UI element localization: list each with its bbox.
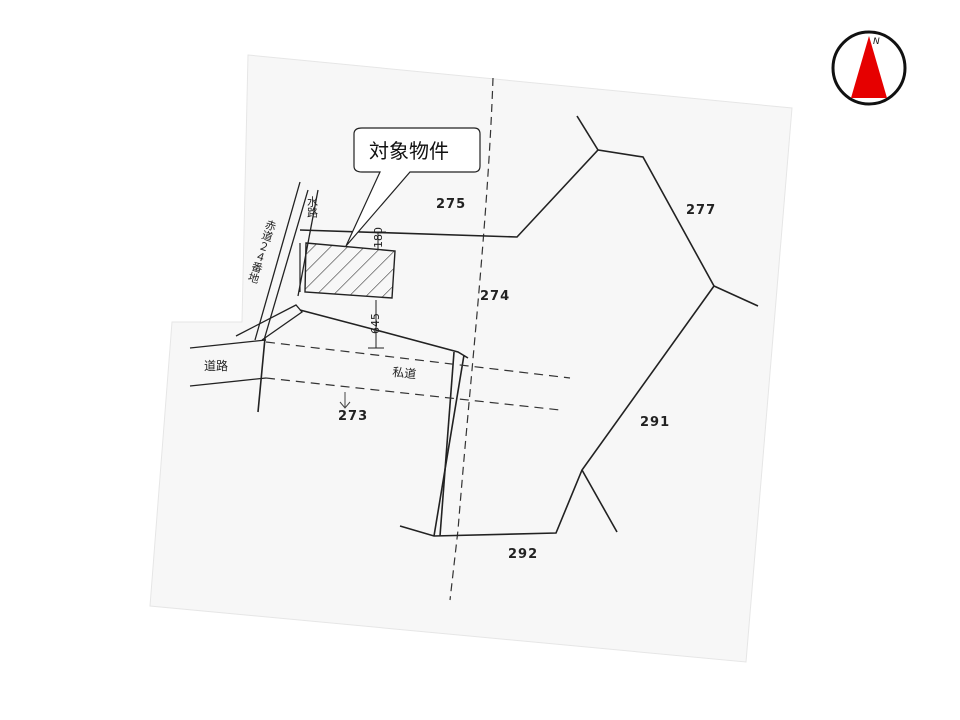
private-road-lines [265,341,571,411]
main-road-label: 道路 [204,358,228,373]
grid-line-vertical [449,77,494,601]
private-road-label: 私道 [392,365,417,381]
compass-needle-icon [851,36,887,98]
parcel-boundaries [257,115,759,537]
main-road [189,339,267,387]
north-arrow: N [831,30,907,106]
parcel-277: 277 [686,203,716,218]
callout-label: 対象物件 [369,139,449,163]
parcel-274: 274 [480,289,510,304]
dimension-645: 645 [369,313,382,334]
parcel-292: 292 [508,547,538,562]
north-letter: N [873,37,880,47]
target-building[interactable] [304,242,396,299]
dimension-180: 180 [372,227,385,248]
waterway-label: 水路 [306,196,319,219]
survey-arrow-mark [339,392,351,409]
dimension-marks [368,231,386,349]
map-paper [149,54,793,663]
parcel-291: 291 [640,415,670,430]
parcel-275: 275 [436,197,466,212]
parcel-273: 273 [338,409,368,424]
callout-bubble [345,127,481,247]
